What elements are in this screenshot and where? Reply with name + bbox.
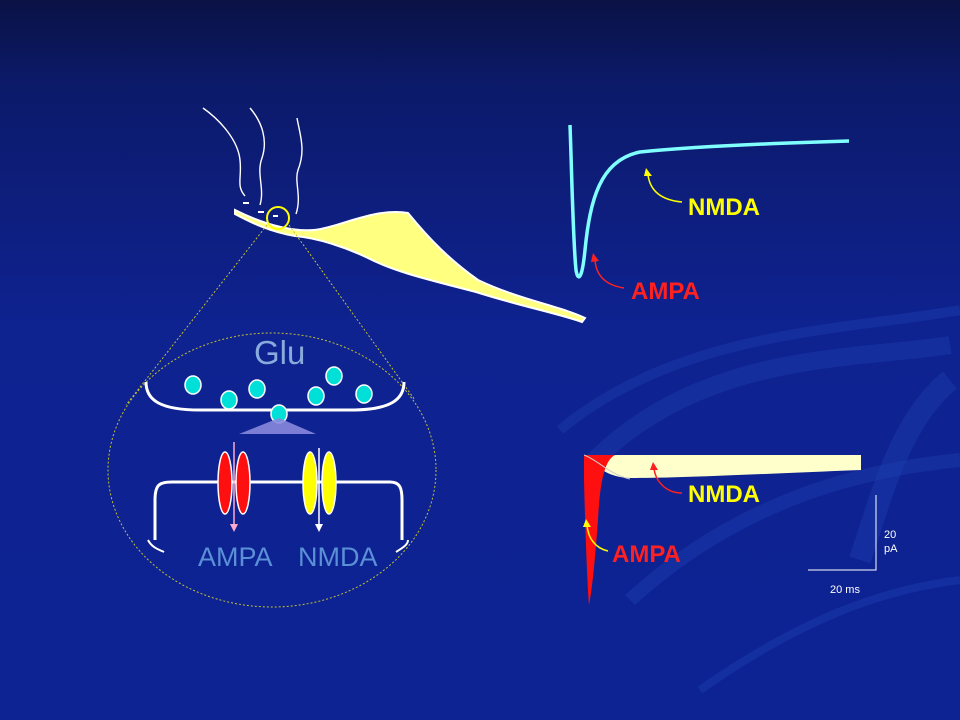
- neuron-soma: [234, 208, 587, 324]
- glu-molecule: [220, 390, 238, 410]
- synapse-highlight-circle: [266, 206, 290, 230]
- nmda-arrow-top: [647, 174, 683, 203]
- scale-time-label: 20 ms: [830, 584, 860, 596]
- ampa-top-label: AMPA: [631, 278, 700, 305]
- ampa-arrow-top: [594, 259, 625, 289]
- glu-label: Glu: [254, 334, 306, 371]
- top-current-trace: [568, 124, 850, 289]
- nmda-top-label: NMDA: [688, 194, 760, 221]
- nmda-arrow-bottom: [653, 467, 683, 494]
- nmda-area: [584, 455, 861, 478]
- glu-molecule: [184, 375, 202, 395]
- synapse-ellipse: [107, 332, 437, 608]
- nmda-receptor-label: NMDA: [298, 542, 378, 572]
- glu-molecule: [307, 386, 325, 406]
- ampa-bottom-label: AMPA: [612, 541, 681, 568]
- dendrite-marks: [243, 202, 278, 217]
- trace-line: [568, 124, 850, 279]
- ampa-channel: [217, 442, 251, 532]
- ampa-arrow-bottom: [586, 524, 609, 552]
- trace-thin: [583, 454, 631, 480]
- ampa-area: [584, 455, 615, 605]
- release-triangle: [239, 418, 316, 434]
- glutamate-molecules: [184, 366, 373, 424]
- glu-molecule: [248, 379, 266, 399]
- nmda-bottom-label: NMDA: [688, 481, 760, 508]
- background-swooshes: [556, 305, 960, 694]
- bottom-current-trace: [583, 454, 877, 605]
- dendrite-1: [202, 107, 246, 197]
- dendrite-2: [249, 107, 266, 206]
- zoom-inset: [107, 224, 437, 608]
- postsynaptic-brackets: [147, 539, 409, 553]
- glu-molecule: [355, 384, 373, 404]
- scale-bar: [808, 495, 877, 571]
- scale-current-label: 20 pA: [884, 529, 898, 555]
- dendrite-3: [295, 117, 303, 215]
- glu-molecule: [325, 366, 343, 386]
- postsynaptic-membrane: [153, 480, 404, 540]
- ampa-receptor-label: AMPA: [198, 542, 273, 572]
- neuron: [202, 107, 587, 324]
- nmda-channel: [302, 448, 337, 532]
